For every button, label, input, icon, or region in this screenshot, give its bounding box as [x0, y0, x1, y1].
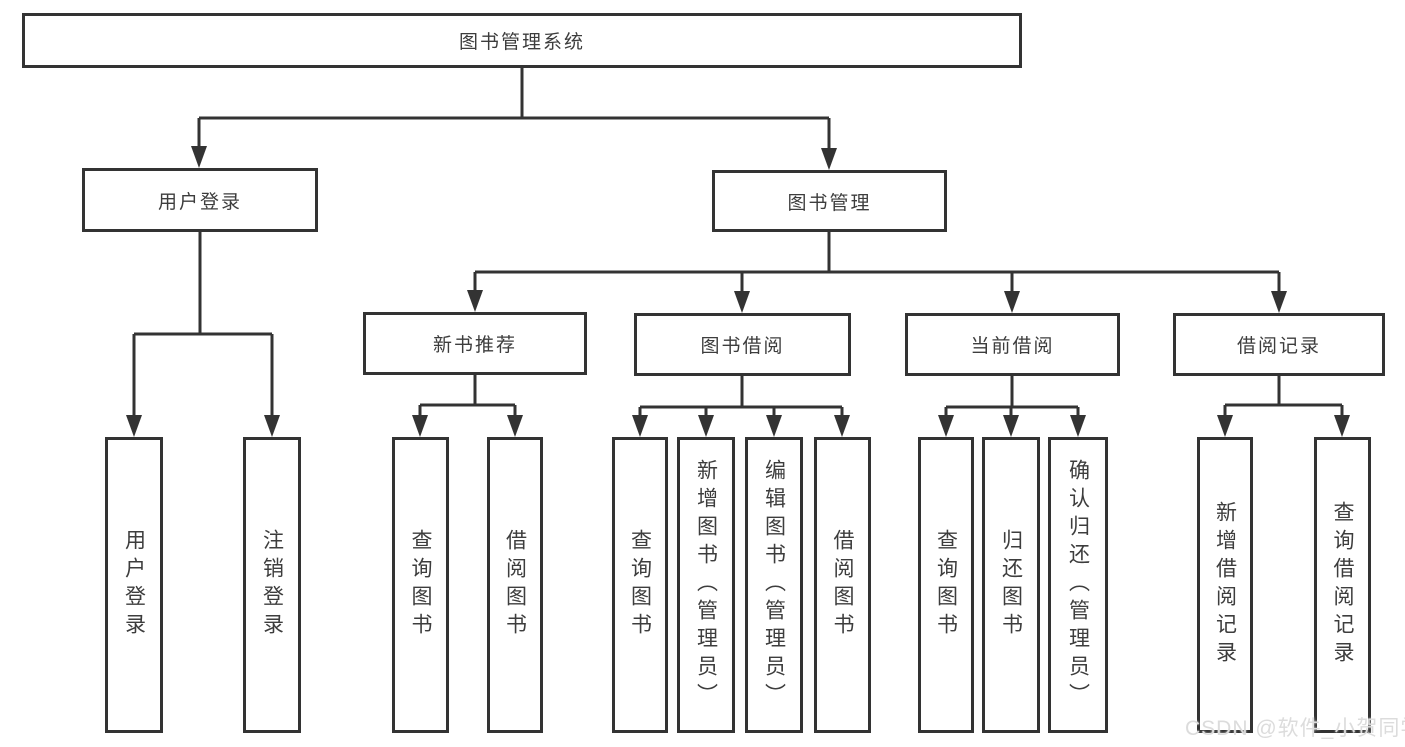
node-new-book-recommend: 新书推荐 — [363, 312, 587, 375]
connector-book-borrow-children — [638, 376, 844, 416]
arrowhead-icon — [1217, 415, 1350, 437]
leaf-query-borrow-record: 查询借阅记录 — [1314, 437, 1371, 733]
arrowhead-icon — [412, 415, 523, 437]
leaf-label: 编辑图书（管理员） — [762, 459, 786, 711]
arrowhead-icon — [467, 290, 1287, 313]
connector-user-login-children — [132, 232, 274, 416]
leaf-label: 查询图书 — [628, 529, 652, 641]
leaf-label: 确认归还（管理员） — [1066, 459, 1090, 711]
arrowhead-icon — [191, 146, 837, 170]
leaf-label: 查询图书 — [934, 529, 958, 641]
arrowhead-icon — [632, 415, 850, 437]
node-current-borrow: 当前借阅 — [905, 313, 1120, 376]
leaf-label: 新增借阅记录 — [1213, 501, 1237, 669]
leaf-user-login: 用户登录 — [105, 437, 163, 733]
leaf-label: 用户登录 — [122, 529, 146, 641]
leaf-label: 查询借阅记录 — [1331, 501, 1354, 669]
leaf-label: 归还图书 — [999, 529, 1023, 641]
csdn-watermark: CSDN @软件_小贺同学 — [1185, 717, 1405, 740]
connector-root-to-level2 — [197, 68, 831, 150]
node-root: 图书管理系统 — [22, 13, 1022, 68]
connector-borrow-record-children — [1223, 376, 1344, 416]
leaf-confirm-return-admin: 确认归还（管理员） — [1048, 437, 1108, 733]
leaf-add-book-admin: 新增图书（管理员） — [677, 437, 735, 733]
arrowhead-icon — [126, 415, 280, 437]
leaf-label: 借阅图书 — [503, 529, 527, 641]
connector-current-borrow-children — [944, 376, 1080, 416]
leaf-borrow-book: 借阅图书 — [814, 437, 871, 733]
connector-book-management-to-level3 — [473, 232, 1281, 292]
leaf-borrow-query-book: 查询图书 — [612, 437, 668, 733]
leaf-add-borrow-record: 新增借阅记录 — [1197, 437, 1253, 733]
arrowhead-icon — [938, 415, 1086, 437]
leaf-recommend-borrow-book: 借阅图书 — [487, 437, 543, 733]
leaf-edit-book-admin: 编辑图书（管理员） — [745, 437, 803, 733]
leaf-label: 新增图书（管理员） — [694, 459, 718, 711]
leaf-current-query-book: 查询图书 — [918, 437, 974, 733]
leaf-recommend-query-book: 查询图书 — [392, 437, 449, 733]
node-book-management: 图书管理 — [712, 170, 947, 232]
leaf-label: 注销登录 — [260, 529, 284, 641]
connector-new-book-recommend-children — [418, 375, 517, 416]
leaf-return-book: 归还图书 — [982, 437, 1040, 733]
node-book-borrow: 图书借阅 — [634, 313, 851, 376]
leaf-label: 查询图书 — [409, 529, 432, 641]
node-borrow-record: 借阅记录 — [1173, 313, 1385, 376]
leaf-logout: 注销登录 — [243, 437, 301, 733]
leaf-label: 借阅图书 — [831, 529, 854, 641]
node-user-login: 用户登录 — [82, 168, 318, 232]
